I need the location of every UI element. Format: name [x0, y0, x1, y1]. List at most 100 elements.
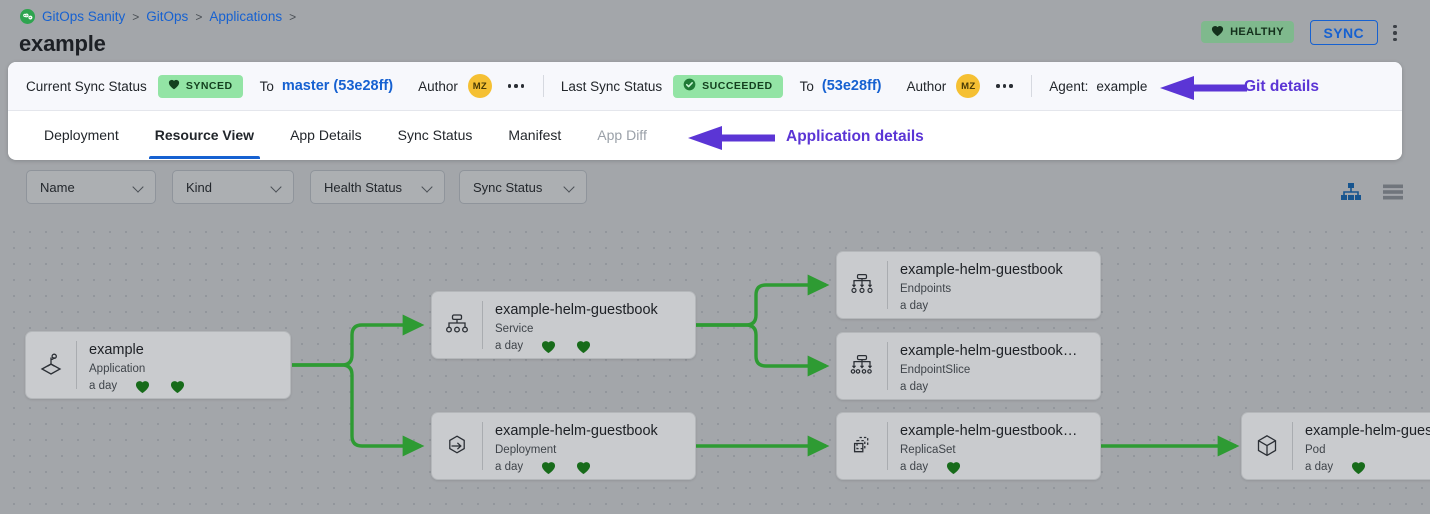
chevron-down-icon — [134, 182, 144, 192]
graph-node-application[interactable]: example Application a day — [25, 331, 291, 399]
last-to-label: To — [799, 78, 814, 94]
filter-health-status-dropdown[interactable]: Health Status — [310, 170, 445, 204]
heart-icon — [1211, 25, 1224, 40]
graph-node-service[interactable]: example-helm-guestbook Service a day — [431, 291, 696, 359]
tab-label: Resource View — [154, 127, 255, 143]
node-age: a day — [900, 300, 929, 312]
filter-kind-dropdown[interactable]: Kind — [172, 170, 294, 204]
tab-label: Deployment — [44, 127, 119, 143]
chevron-down-icon — [565, 182, 575, 192]
heart-icon — [168, 79, 180, 93]
node-kind: Deployment — [495, 444, 557, 456]
filter-sync-status-dropdown[interactable]: Sync Status — [459, 170, 587, 204]
node-kind: EndpointSlice — [900, 364, 971, 376]
tab-sync-status[interactable]: Sync Status — [380, 111, 491, 159]
node-age: a day — [89, 380, 118, 392]
tab-app-details[interactable]: App Details — [272, 111, 380, 159]
tree-view-icon[interactable] — [1340, 182, 1362, 207]
node-title: example-helm-guestbook — [900, 262, 1063, 278]
sync-heart-icon — [576, 340, 591, 354]
health-badge-label: HEALTHY — [1230, 26, 1284, 38]
graph-edges — [292, 274, 1240, 457]
breadcrumb-item-2[interactable]: Applications — [209, 9, 283, 24]
left-arrow-icon — [688, 126, 775, 150]
graph-node-replicaset[interactable]: example-helm-guestbook-74... ReplicaSet … — [836, 412, 1101, 480]
service-icon — [432, 292, 482, 358]
node-kind: Application — [89, 363, 146, 375]
annotation-application-details: Application details — [786, 128, 924, 145]
node-kind: Pod — [1305, 444, 1326, 456]
status-badge-succeeded: SUCCEEDED — [673, 74, 783, 98]
graph-node-endpoints[interactable]: example-helm-guestbook Endpoints a day — [836, 251, 1101, 319]
node-title: example-helm-guestbook — [495, 423, 658, 439]
agent-value: example — [1096, 78, 1148, 94]
divider — [1292, 422, 1293, 470]
node-age: a day — [495, 340, 524, 352]
deployment-icon — [432, 413, 482, 479]
tab-resource-view[interactable]: Resource View — [137, 111, 272, 159]
more-vertical-icon[interactable] — [1387, 20, 1403, 46]
gitops-logo-icon — [20, 9, 35, 24]
tab-app-diff: App Diff — [579, 111, 665, 159]
node-age: a day — [1305, 461, 1334, 473]
breadcrumb-item-1[interactable]: GitOps — [146, 9, 189, 24]
avatar: MZ — [467, 74, 492, 98]
filter-name-dropdown[interactable]: Name — [26, 170, 156, 204]
check-circle-icon — [683, 78, 696, 94]
tab-manifest[interactable]: Manifest — [490, 111, 579, 159]
page-title: example — [19, 31, 106, 56]
divider — [482, 301, 483, 349]
graph-node-endpointslice[interactable]: example-helm-guestbook-ct... EndpointSli… — [836, 332, 1101, 400]
sync-button[interactable]: SYNC — [1309, 20, 1378, 45]
succeeded-badge-label: SUCCEEDED — [702, 80, 773, 92]
node-age: a day — [495, 461, 524, 473]
divider — [482, 422, 483, 470]
health-heart-icon — [946, 461, 961, 475]
agent-label: Agent: — [1049, 78, 1089, 94]
replicaset-icon — [837, 413, 887, 479]
status-badge-health: HEALTHY — [1201, 21, 1294, 43]
filter-label: Name — [40, 179, 75, 195]
more-horizontal-icon[interactable] — [994, 76, 1014, 96]
filter-label: Kind — [186, 179, 213, 195]
list-view-icon[interactable] — [1382, 182, 1404, 207]
sync-heart-icon — [576, 461, 591, 475]
node-age: a day — [900, 381, 929, 393]
application-details-panel: Current Sync Status SYNCED To master (53… — [8, 62, 1402, 160]
divider — [76, 341, 77, 389]
health-heart-icon — [541, 461, 556, 475]
more-horizontal-icon[interactable] — [506, 76, 526, 96]
node-age: a day — [900, 461, 929, 473]
filter-label: Sync Status — [473, 179, 543, 195]
breadcrumb-item-0[interactable]: GitOps Sanity — [42, 9, 126, 24]
tab-deployment[interactable]: Deployment — [26, 111, 137, 159]
tab-label: Sync Status — [397, 127, 473, 143]
divider — [1031, 75, 1033, 97]
divider — [887, 342, 888, 390]
breadcrumb-sep-1: > — [195, 9, 203, 24]
health-heart-icon — [135, 380, 150, 394]
divider — [887, 261, 888, 309]
node-kind: Service — [495, 323, 534, 335]
current-sync-status-label: Current Sync Status — [26, 78, 147, 94]
current-to-label: To — [259, 78, 274, 94]
graph-node-pod[interactable]: example-helm-guest Pod a day — [1241, 412, 1430, 480]
node-kind: ReplicaSet — [900, 444, 956, 456]
sync-heart-icon — [170, 380, 185, 394]
tab-label: Manifest — [508, 127, 562, 143]
resource-graph-canvas[interactable]: example Application a day exampl — [0, 218, 1430, 514]
annotation-git-details: Git details — [1244, 78, 1319, 95]
graph-node-deployment[interactable]: example-helm-guestbook Deployment a day — [431, 412, 696, 480]
avatar: MZ — [956, 74, 981, 98]
node-title: example-helm-guestbook-74... — [900, 423, 1082, 439]
divider — [887, 422, 888, 470]
current-revision-link[interactable]: master (53e28ff) — [281, 78, 394, 94]
chevron-down-icon — [272, 182, 282, 192]
last-revision-link[interactable]: (53e28ff) — [821, 78, 882, 94]
tab-label: App Diff — [597, 127, 647, 143]
node-title: example-helm-guest — [1305, 423, 1430, 439]
status-badge-synced: SYNCED — [157, 74, 243, 98]
application-icon — [26, 332, 76, 398]
breadcrumb-sep-2: > — [289, 9, 297, 24]
